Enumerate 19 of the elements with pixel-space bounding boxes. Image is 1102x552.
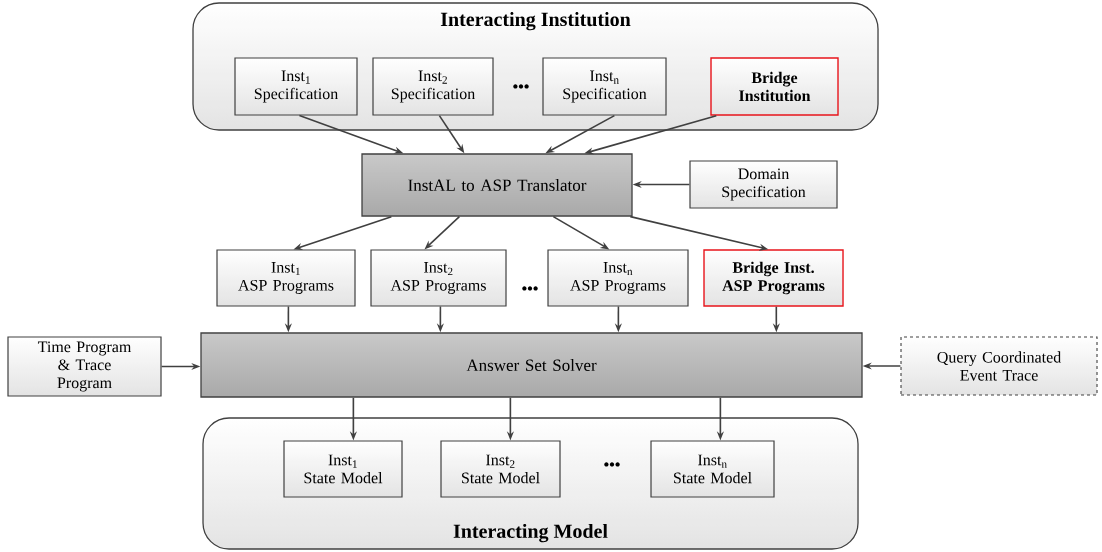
process-box: Inst$_{n}$ State Model xyxy=(650,440,775,498)
process-box: Inst$_{n}$ Specification xyxy=(542,57,667,116)
process-box: Inst$_{2}$ ASP Programs xyxy=(370,249,507,307)
process-box: Inst$_{n}$ ASP Programs xyxy=(547,249,689,307)
process-box: Answer Set Solver xyxy=(200,332,863,398)
process-box: Inst$_{2}$ State Model xyxy=(440,440,561,498)
process-box: Inst$_{1}$ State Model xyxy=(283,440,403,498)
process-box: Bridge Institution xyxy=(710,57,839,116)
process-box: Inst$_{1}$ ASP Programs xyxy=(216,249,356,307)
ellipsis: ••• xyxy=(513,84,529,89)
process-box: InstAL to ASP Translator xyxy=(361,153,633,217)
process-box: Query Coordinated Event Trace xyxy=(900,336,1098,396)
process-box: Domain Specification xyxy=(689,160,838,209)
process-box: Time Program & Trace Program xyxy=(7,336,162,397)
process-box: Bridge Inst. ASP Programs xyxy=(703,249,844,307)
ellipsis: ••• xyxy=(522,286,538,291)
process-box: Inst$_{2}$ Specification xyxy=(372,57,494,116)
ellipsis: ••• xyxy=(604,462,620,467)
process-box: Inst$_{1}$ Specification xyxy=(234,57,358,116)
